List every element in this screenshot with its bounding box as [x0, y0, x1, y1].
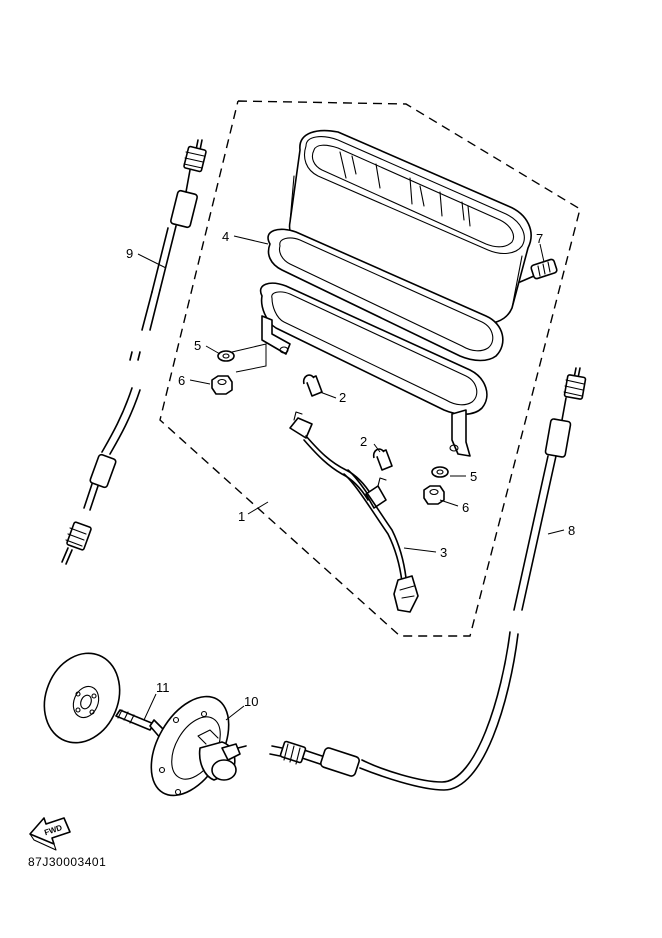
callout-9: 9	[126, 246, 133, 261]
callout-5-left: 5	[194, 338, 201, 353]
cable-right	[269, 367, 587, 791]
diagram-code: 87J30003401	[28, 855, 106, 869]
callout-1: 1	[238, 509, 245, 524]
washer-right	[431, 466, 449, 478]
callout-7: 7	[536, 231, 543, 246]
callout-10: 10	[244, 694, 258, 709]
wire-harness	[289, 411, 419, 613]
callout-2-upper: 2	[339, 390, 346, 405]
nut-left	[211, 375, 233, 395]
bulb-upper	[302, 374, 323, 397]
callout-11: 11	[156, 680, 170, 695]
callout-3: 3	[440, 545, 447, 560]
reset-knob	[519, 258, 558, 283]
speedometer-gear-unit	[150, 695, 247, 797]
callout-5-right: 5	[470, 469, 477, 484]
callout-6-right: 6	[462, 500, 469, 515]
callout-2-lower: 2	[360, 434, 367, 449]
bulb-lower	[372, 448, 393, 471]
callout-8: 8	[568, 523, 575, 538]
nut-right	[423, 485, 445, 505]
assembly-dashed-outline	[159, 100, 581, 637]
callout-6-left: 6	[178, 373, 185, 388]
front-disc	[43, 652, 121, 744]
fwd-arrow-icon: FWD	[29, 817, 71, 851]
gasket-ring	[267, 228, 504, 362]
meter-bracket	[259, 282, 488, 457]
callout-4: 4	[222, 229, 229, 244]
washer-left	[217, 350, 235, 362]
cable-left	[61, 139, 207, 565]
